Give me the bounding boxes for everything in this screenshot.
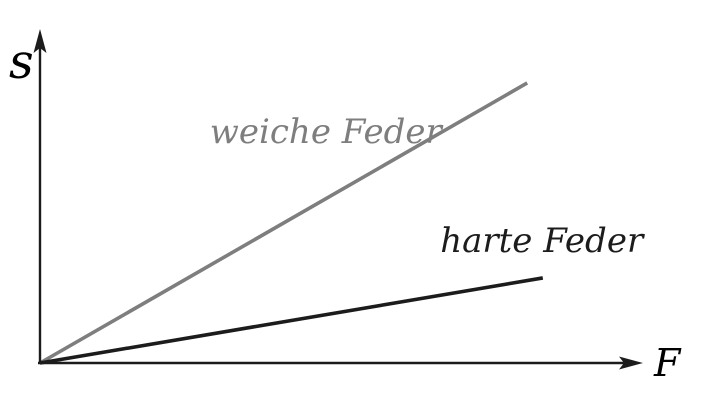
x-axis-label: F: [653, 341, 682, 385]
series-annotations: weiche Feder harte Feder: [210, 112, 645, 261]
line-weiche-feder: [39, 81, 529, 365]
axes: [33, 29, 643, 370]
annotation-weiche-feder: weiche Feder: [210, 112, 444, 152]
line-harte-feder: [39, 276, 544, 365]
data-lines: [39, 81, 544, 365]
x-axis-arrowhead: [619, 356, 643, 370]
y-axis-arrowhead: [33, 29, 47, 53]
y-axis-label: s: [9, 34, 34, 90]
annotation-harte-feder: harte Feder: [440, 221, 645, 261]
